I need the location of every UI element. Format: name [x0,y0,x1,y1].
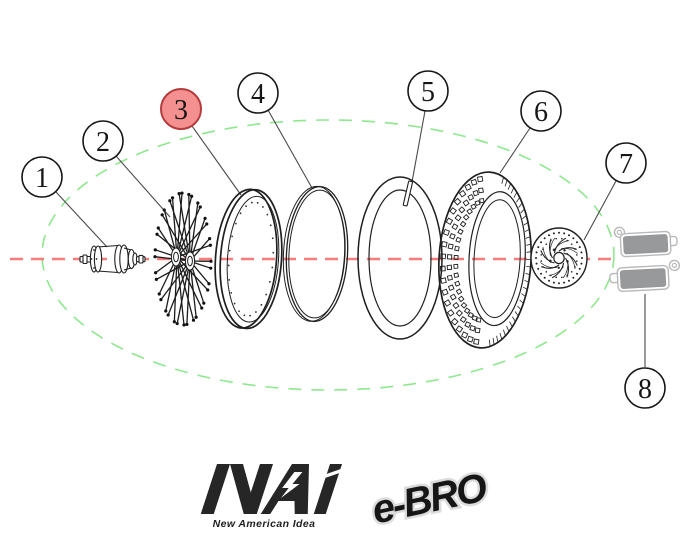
brake-pad-bottom [609,259,681,293]
rim-part[interactable] [211,187,287,330]
nai-tagline: New American Idea [213,518,316,530]
callout-5[interactable]: 5 [407,70,449,112]
rim-band-part[interactable] [280,185,351,323]
svg-text:3: 3 [174,95,188,126]
leader-line-2 [115,155,171,218]
callouts: 1 2 3 4 5 6 7 8 [21,70,666,409]
callout-3-highlighted[interactable]: 3 [160,88,202,130]
callout-7[interactable]: 7 [605,142,647,184]
leader-line-3 [191,125,242,196]
inner-tube-part[interactable] [357,176,443,340]
svg-text:8: 8 [638,374,652,405]
ebro-wordmark: e-BRO [368,465,491,532]
ebro-logo: e-BRO [366,463,494,535]
svg-text:4: 4 [251,79,265,110]
svg-text:1: 1 [35,163,49,194]
brake-pad-top [613,226,678,258]
svg-text:7: 7 [619,149,633,180]
leader-line-5 [411,110,426,183]
leader-line-6 [499,127,531,174]
nai-logo: New American Idea [200,464,344,530]
leader-line-4 [267,109,313,189]
callout-2[interactable]: 2 [82,120,124,162]
tire-tread-knobs [439,175,485,345]
callout-8[interactable]: 8 [624,367,666,409]
hub-flange-holes [90,249,98,269]
leader-lines [55,109,646,367]
axle-hub-part[interactable] [79,244,146,274]
rotor-bolts [549,248,569,269]
callout-1[interactable]: 1 [21,156,63,198]
leader-line-7 [583,180,617,241]
svg-text:5: 5 [421,77,435,108]
tire-part[interactable] [434,170,535,351]
tire-sidewall-hatch [489,177,532,347]
callout-6[interactable]: 6 [520,90,562,132]
valve-stem [402,180,413,207]
leader-line-1 [55,191,108,248]
brake-rotor-part[interactable] [530,227,588,289]
assembly-envelope-ellipse [41,119,615,391]
brake-pads-part[interactable] [609,224,681,293]
rotor-blades [540,237,578,279]
rim-spoke-holes [227,201,275,317]
svg-text:6: 6 [534,97,548,128]
svg-text:2: 2 [96,127,110,158]
spokes [153,191,213,327]
callout-4[interactable]: 4 [237,72,279,114]
spoke-wheel-part[interactable] [153,191,213,327]
nai-monogram-icon [200,464,344,514]
